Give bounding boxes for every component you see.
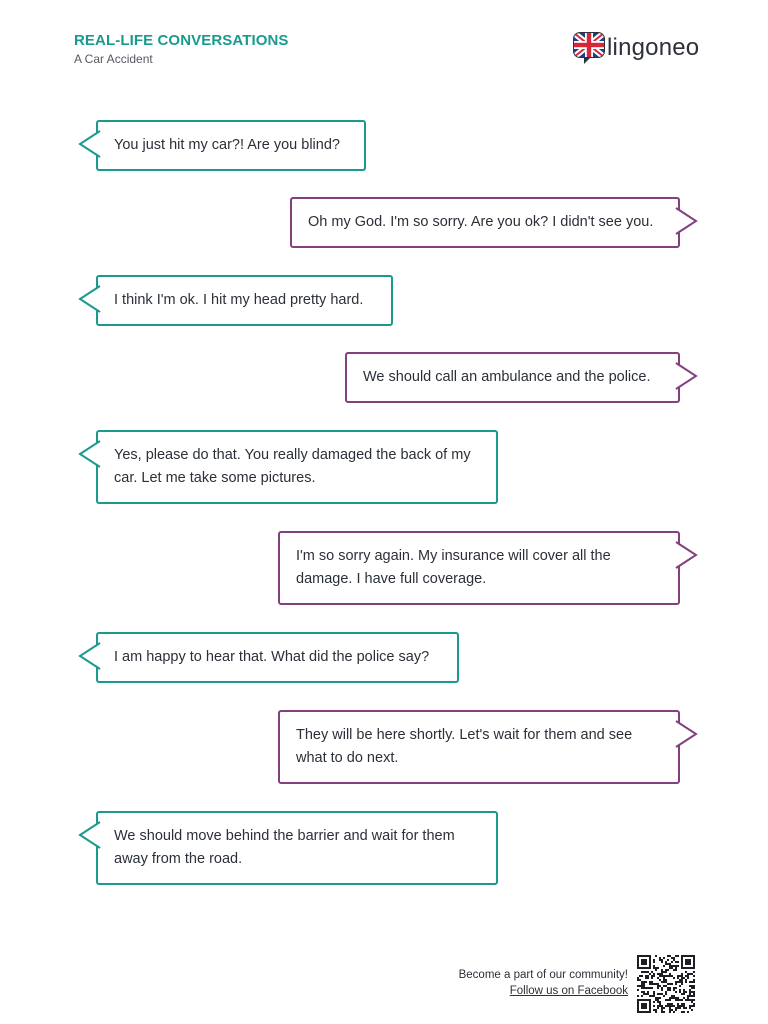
message-text: We should move behind the barrier and wa… bbox=[114, 828, 455, 867]
message-bubble-right: We should call an ambulance and the poli… bbox=[345, 352, 698, 403]
speech-tail bbox=[78, 821, 101, 849]
message-text: You just hit my car?! Are you blind? bbox=[114, 137, 340, 153]
message-bubble-left: I think I'm ok. I hit my head pretty har… bbox=[78, 275, 393, 326]
qr-code-icon[interactable] bbox=[637, 955, 695, 1013]
speech-tail bbox=[675, 207, 698, 235]
message-bubble-left: You just hit my car?! Are you blind? bbox=[78, 120, 366, 171]
message-text: I'm so sorry again. My insurance will co… bbox=[296, 548, 611, 587]
message-text: I am happy to hear that. What did the po… bbox=[114, 649, 430, 665]
speech-tail bbox=[675, 541, 698, 569]
message-bubble-left: I am happy to hear that. What did the po… bbox=[78, 632, 459, 683]
message-text: I think I'm ok. I hit my head pretty har… bbox=[114, 292, 364, 308]
speech-tail bbox=[78, 440, 101, 468]
speech-tail bbox=[78, 130, 101, 158]
message-text: They will be here shortly. Let's wait fo… bbox=[296, 727, 633, 766]
message-text: We should call an ambulance and the poli… bbox=[363, 369, 651, 385]
community-text: Become a part of our community! bbox=[458, 969, 628, 981]
facebook-link[interactable]: Follow us on Facebook bbox=[509, 985, 628, 997]
brand-logo[interactable]: lingoneo bbox=[572, 31, 699, 65]
header-subtitle: A Car Accident bbox=[74, 52, 153, 66]
footer-community: Become a part of our community! Follow u… bbox=[459, 967, 628, 999]
message-text: Yes, please do that. You really damaged … bbox=[114, 447, 471, 486]
message-bubble-right: I'm so sorry again. My insurance will co… bbox=[278, 531, 698, 605]
message-bubble-left: We should move behind the barrier and wa… bbox=[78, 811, 498, 885]
speech-tail bbox=[675, 720, 698, 748]
message-bubble-left: Yes, please do that. You really damaged … bbox=[78, 430, 498, 504]
speech-tail bbox=[675, 362, 698, 390]
message-text: Oh my God. I'm so sorry. Are you ok? I d… bbox=[308, 214, 654, 230]
header-title: REAL-LIFE CONVERSATIONS bbox=[74, 32, 289, 49]
speech-tail bbox=[78, 285, 101, 313]
uk-flag-speech-bubble-icon bbox=[573, 32, 605, 64]
brand-name: lingoneo bbox=[607, 34, 700, 61]
speech-tail bbox=[78, 642, 101, 670]
message-bubble-right: They will be here shortly. Let's wait fo… bbox=[278, 710, 698, 784]
message-bubble-right: Oh my God. I'm so sorry. Are you ok? I d… bbox=[290, 197, 698, 248]
